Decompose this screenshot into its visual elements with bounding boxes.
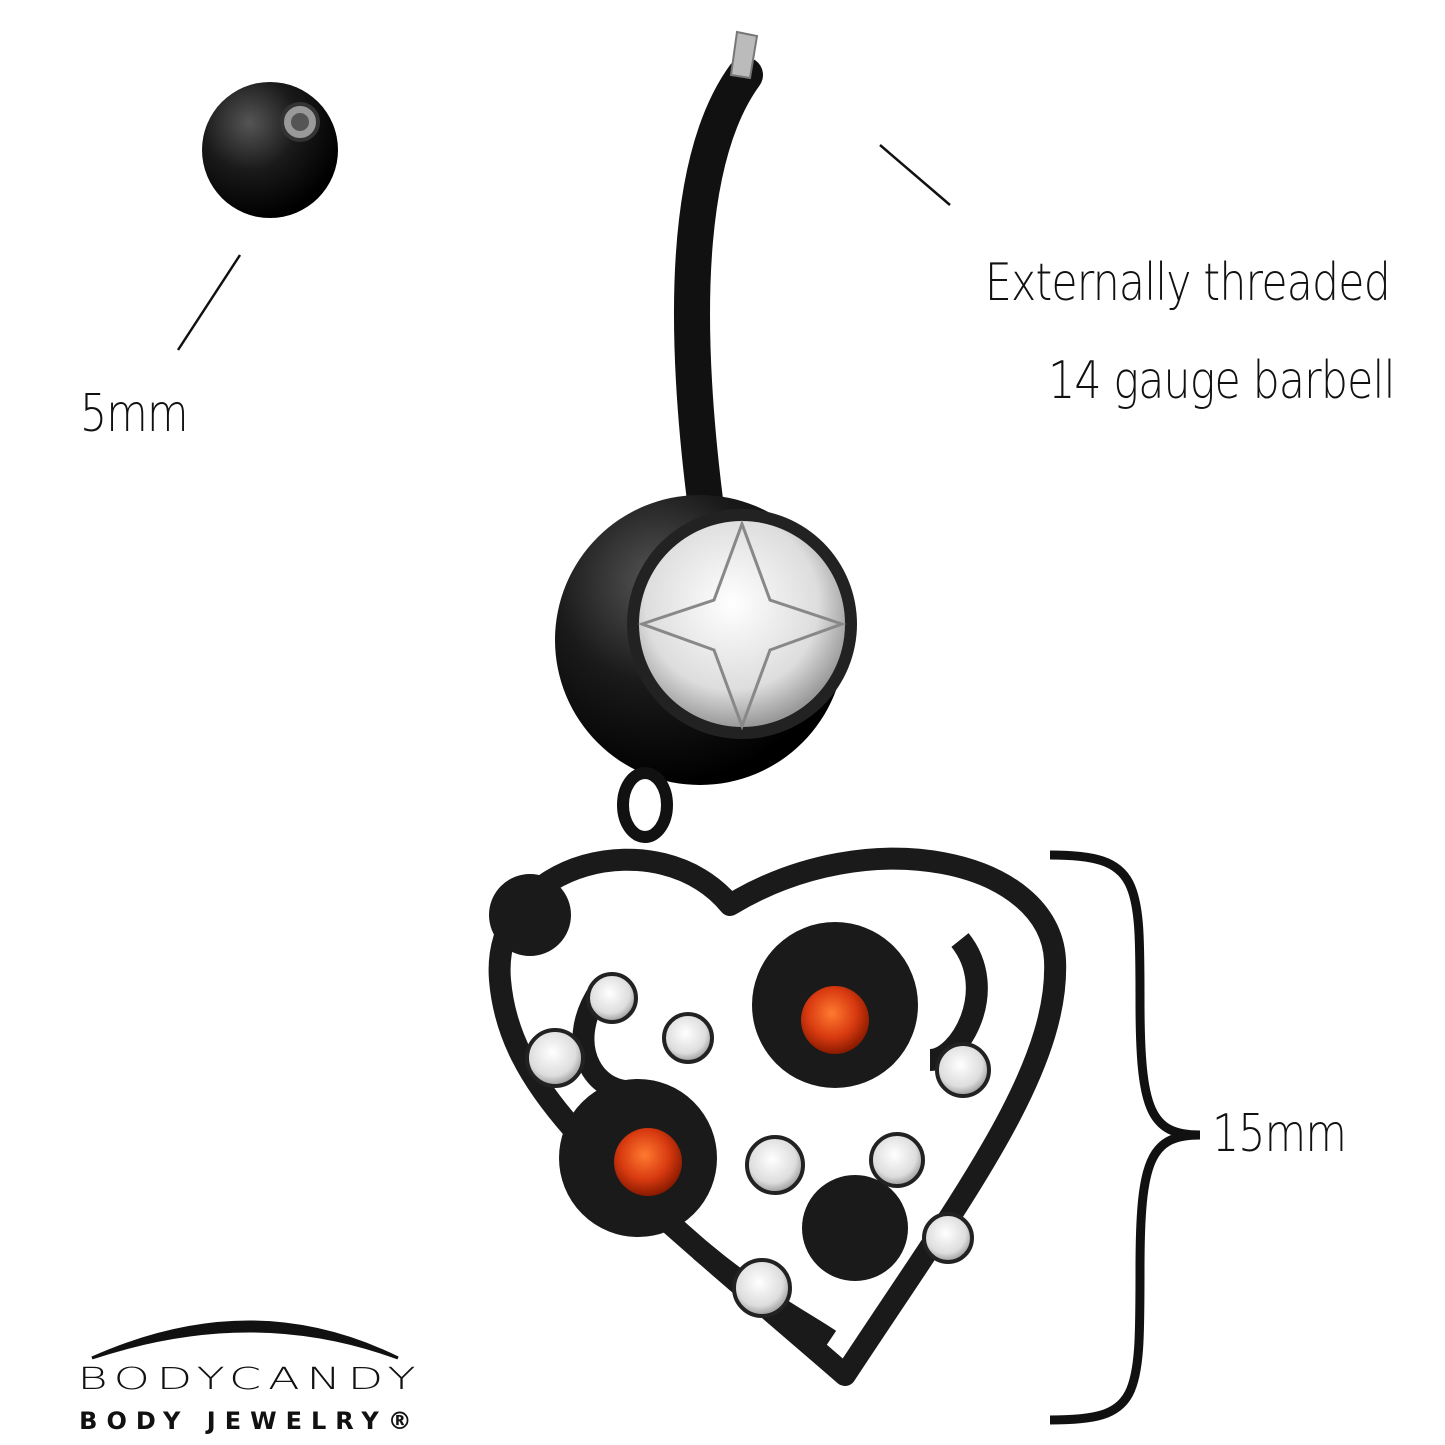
barbell-label-line1: Externally threaded: [984, 253, 1391, 313]
gems: [525, 972, 991, 1318]
pointer-line-barbell: [879, 144, 951, 206]
logo-brand: BODYCANDY: [77, 1362, 423, 1397]
barbell-label-line2: 14 gauge barbell: [1048, 351, 1395, 411]
barbell: [674, 30, 763, 518]
loose-ball: [202, 82, 338, 218]
logo-tagline: BODY JEWELRY®: [79, 1407, 421, 1435]
pointer-line-ball: [176, 254, 242, 351]
ball-size-label: 5mm: [80, 384, 189, 444]
jump-ring: [617, 767, 673, 843]
logo-arc: [91, 1320, 399, 1360]
charm-size-label: 15mm: [1212, 1104, 1347, 1164]
size-brace: [1049, 850, 1201, 1425]
gem-ball: [555, 495, 857, 785]
